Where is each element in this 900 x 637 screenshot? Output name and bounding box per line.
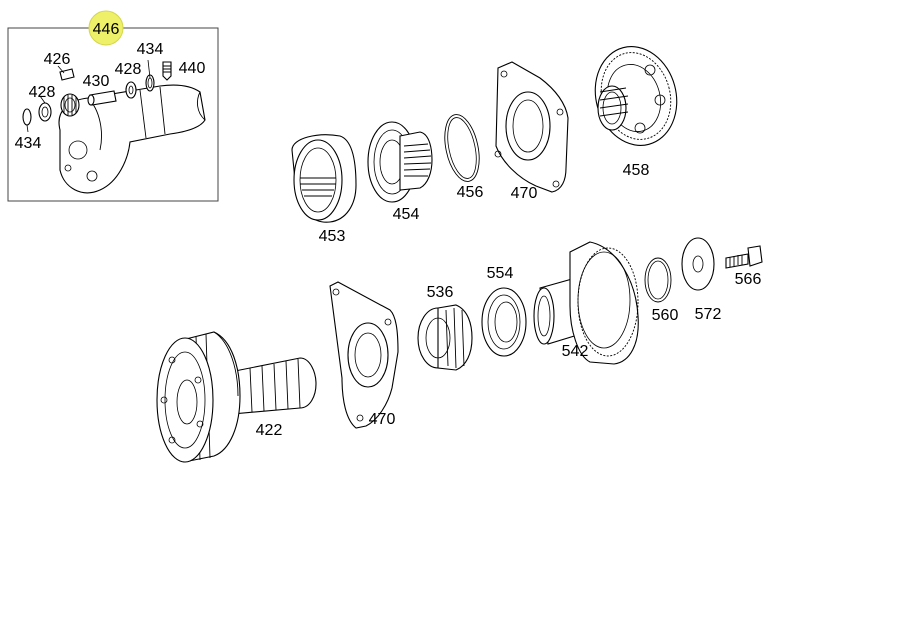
part-label-470[interactable]: 470 (511, 185, 538, 202)
part-label-454[interactable]: 454 (393, 206, 420, 223)
inset-pin (87, 90, 117, 106)
part-458-gear (594, 46, 678, 146)
inset-assembly: 446 (7, 10, 219, 202)
part-label-572[interactable]: 572 (695, 306, 722, 323)
part-label-456[interactable]: 456 (457, 184, 484, 201)
part-label-542[interactable]: 542 (562, 343, 589, 360)
inset-bearing-ring-left (38, 102, 52, 122)
part-422-carrier-shaft (156, 331, 317, 463)
part-label-554[interactable]: 554 (487, 265, 514, 282)
part-554-seal (481, 287, 527, 357)
part-label-434[interactable]: 434 (15, 135, 42, 152)
leader-434b (26, 124, 29, 133)
part-542-output-flange (533, 241, 639, 365)
highlight-label[interactable]: 446 (93, 21, 120, 38)
leader-434a (147, 59, 151, 79)
highlight-badge[interactable] (88, 10, 124, 46)
part-label-566[interactable]: 566 (735, 271, 762, 288)
inset-housing-part (58, 84, 206, 194)
part-560-o-ring (644, 257, 672, 303)
part-470-flange-upper (494, 61, 569, 193)
part-label-560[interactable]: 560 (652, 307, 679, 324)
part-572-washer (681, 237, 715, 291)
part-label-434[interactable]: 434 (137, 41, 164, 58)
part-label-536[interactable]: 536 (427, 284, 454, 301)
part-label-422[interactable]: 422 (256, 422, 283, 439)
part-470-plate-lower (329, 281, 399, 429)
part-label-440[interactable]: 440 (179, 60, 206, 77)
part-label-426[interactable]: 426 (44, 51, 71, 68)
part-label-430[interactable]: 430 (83, 73, 110, 90)
part-456-snap-ring (444, 114, 480, 182)
part-label-428[interactable]: 428 (115, 61, 142, 78)
leader-428a (39, 95, 46, 104)
inset-key (59, 68, 75, 81)
part-454-hub (367, 121, 433, 203)
inset-washer (125, 81, 137, 99)
part-label-458[interactable]: 458 (623, 162, 650, 179)
inset-ring-left (22, 108, 32, 126)
part-566-bolt (725, 245, 763, 269)
part-453-ring-gear (291, 134, 357, 223)
part-label-428[interactable]: 428 (29, 84, 56, 101)
part-label-453[interactable]: 453 (319, 228, 346, 245)
part-label-470[interactable]: 470 (369, 411, 396, 428)
leader-426 (57, 65, 65, 74)
part-536-bearing (417, 304, 473, 371)
inset-screw (162, 61, 172, 81)
inset-needle-bearing (60, 93, 80, 117)
